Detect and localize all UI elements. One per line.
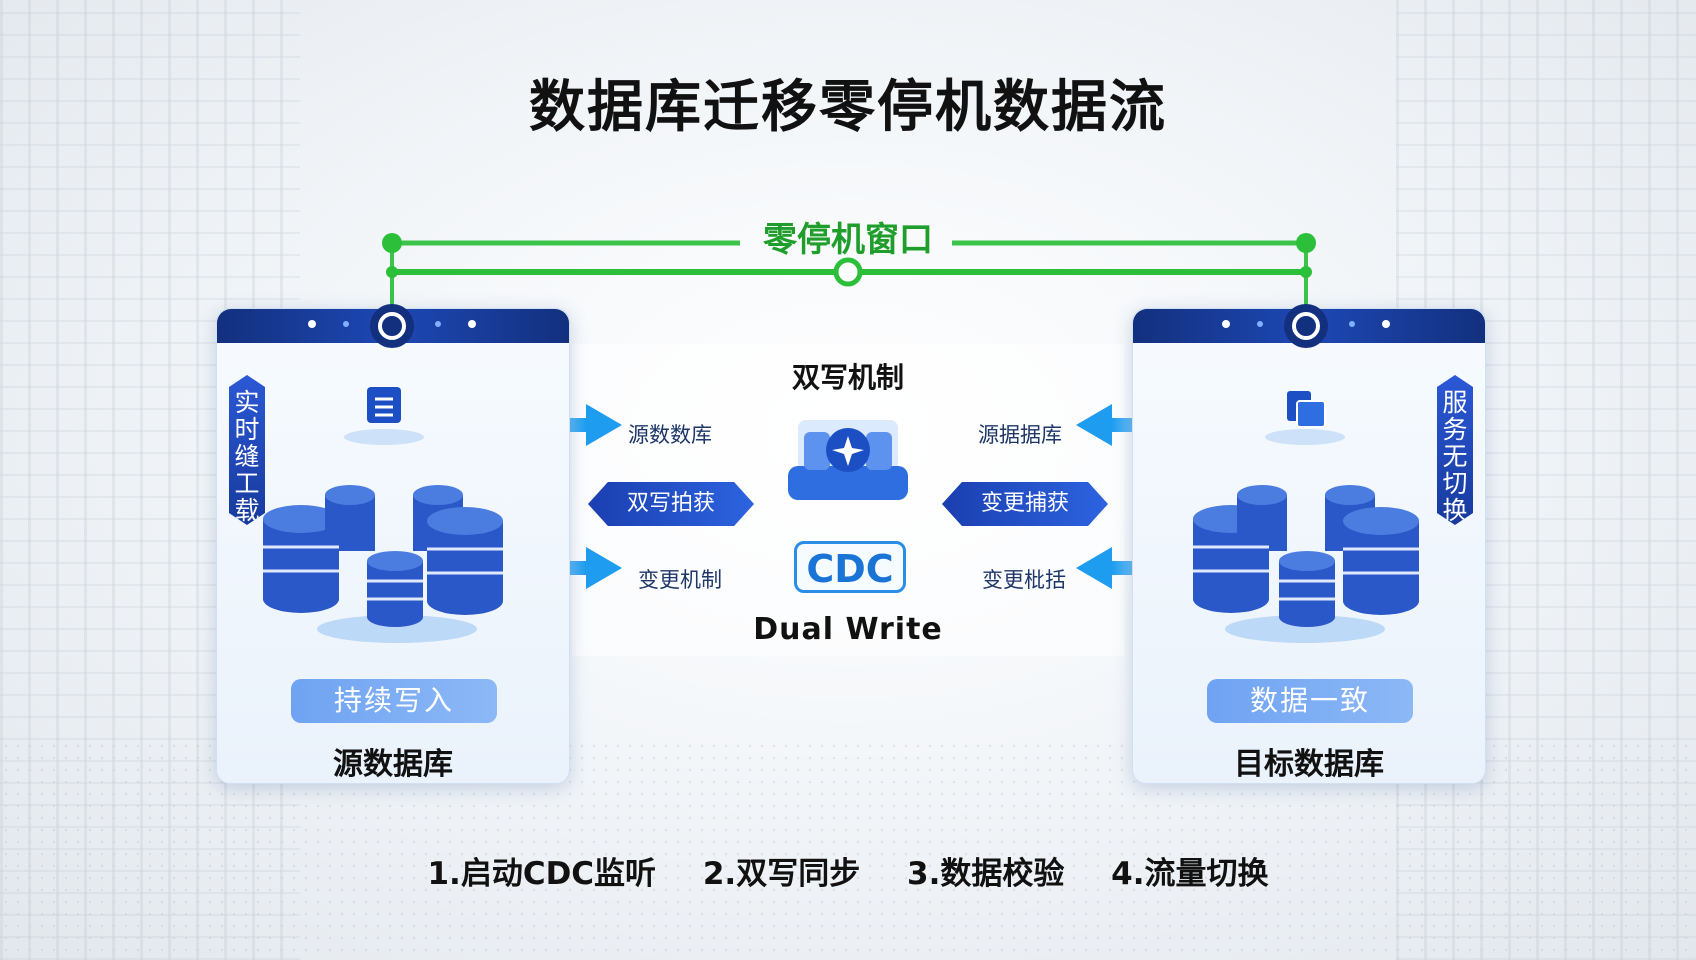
status-pill-data-consistent: 数据一致 [1207,679,1413,723]
steps-row: 1.启动CDC监听 2.双写同步 3.数据校验 4.流量切换 [0,848,1696,893]
zero-downtime-label: 零停机窗口 [763,220,933,260]
step-3: 3.数据校验 [907,856,1065,892]
step-1: 1.启动CDC监听 [427,856,657,892]
database-cluster-icon [263,387,503,643]
label-source-db-right: 源据据库 [978,423,1062,447]
target-db-name: 目标数据库 [1234,747,1384,782]
knob-right [1222,304,1390,348]
label-change-mechanism: 变更机制 [638,568,722,592]
database-cluster-icon [1193,391,1419,643]
side-tag-no-switch: 服务无切换 [1437,375,1473,525]
badge-change-capture: 变更捕获 [942,482,1108,526]
side-tag-realtime: 实时缝工载 [229,375,265,525]
status-pill-continuous-write: 持续写入 [291,679,497,723]
cdc-badge: CDC [794,541,906,593]
badge-dual-write-capture: 双写拍获 [588,482,754,526]
target-db-panel: 服务无切换 数据一致 目标数据库 [1132,308,1486,784]
label-change-right: 变更枇括 [982,568,1066,592]
step-4: 4.流量切换 [1111,856,1269,892]
dual-write-label: Dual Write [753,612,943,647]
source-db-name: 源数据库 [333,747,453,782]
page-title: 数据库迁移零停机数据流 [529,75,1167,140]
dual-write-title: 双写机制 [791,361,904,394]
step-2: 2.双写同步 [702,856,861,892]
knob-left [308,304,476,348]
label-source-db-left: 源数数库 [628,423,712,447]
cloud-sync-icon [788,420,908,500]
